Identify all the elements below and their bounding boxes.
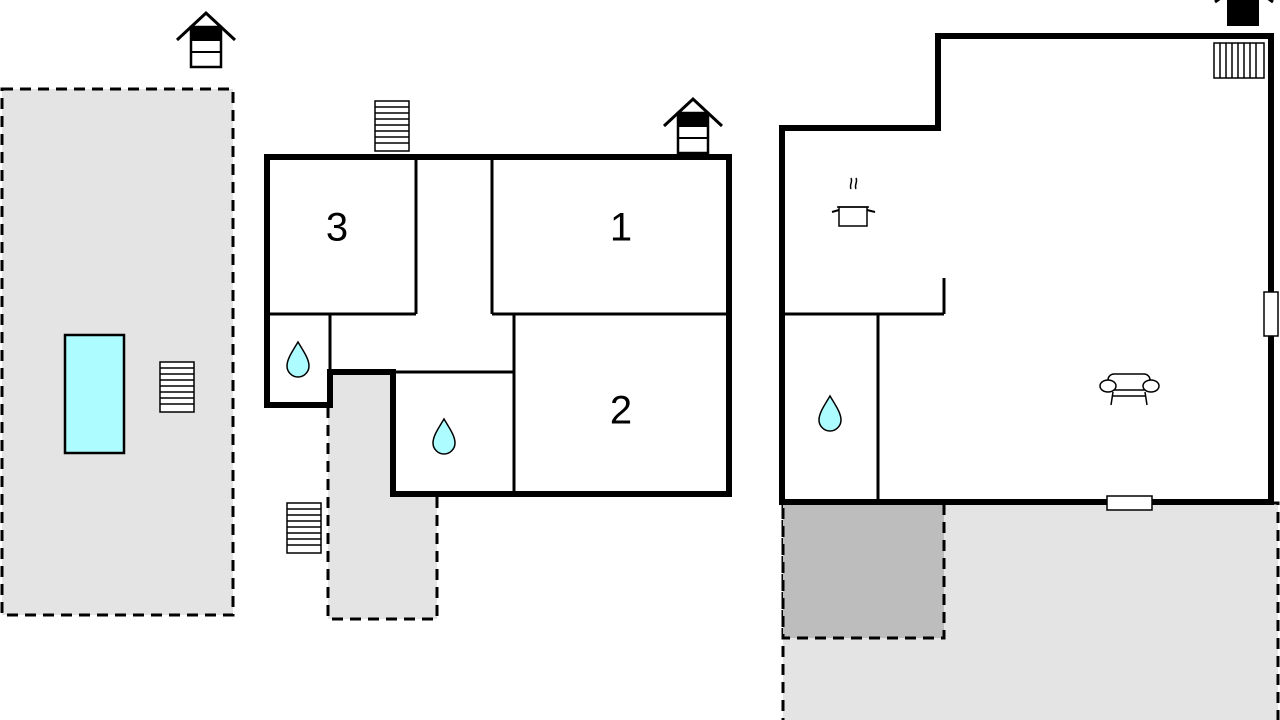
stairs-icon (159, 361, 195, 413)
entrance-icon (1214, 0, 1274, 26)
building-right-outline (779, 33, 1274, 505)
window-icon (1263, 291, 1279, 337)
stairs-icon (286, 502, 322, 554)
interior-walls-middle (267, 157, 729, 494)
kitchen-icon (831, 177, 876, 227)
entrance-icon (175, 11, 237, 69)
pool (63, 333, 126, 455)
sofa-icon (1099, 373, 1160, 406)
covered-terrace (781, 501, 946, 640)
interior-walls-right (782, 278, 946, 502)
stairs-icon (374, 100, 410, 152)
room-label-3: 3 (326, 206, 348, 250)
window-icon (1106, 495, 1153, 511)
room-label-1: 1 (610, 206, 632, 250)
entrance-icon (662, 97, 724, 155)
room-label-2: 2 (610, 389, 632, 433)
stairs-icon (1213, 42, 1265, 79)
